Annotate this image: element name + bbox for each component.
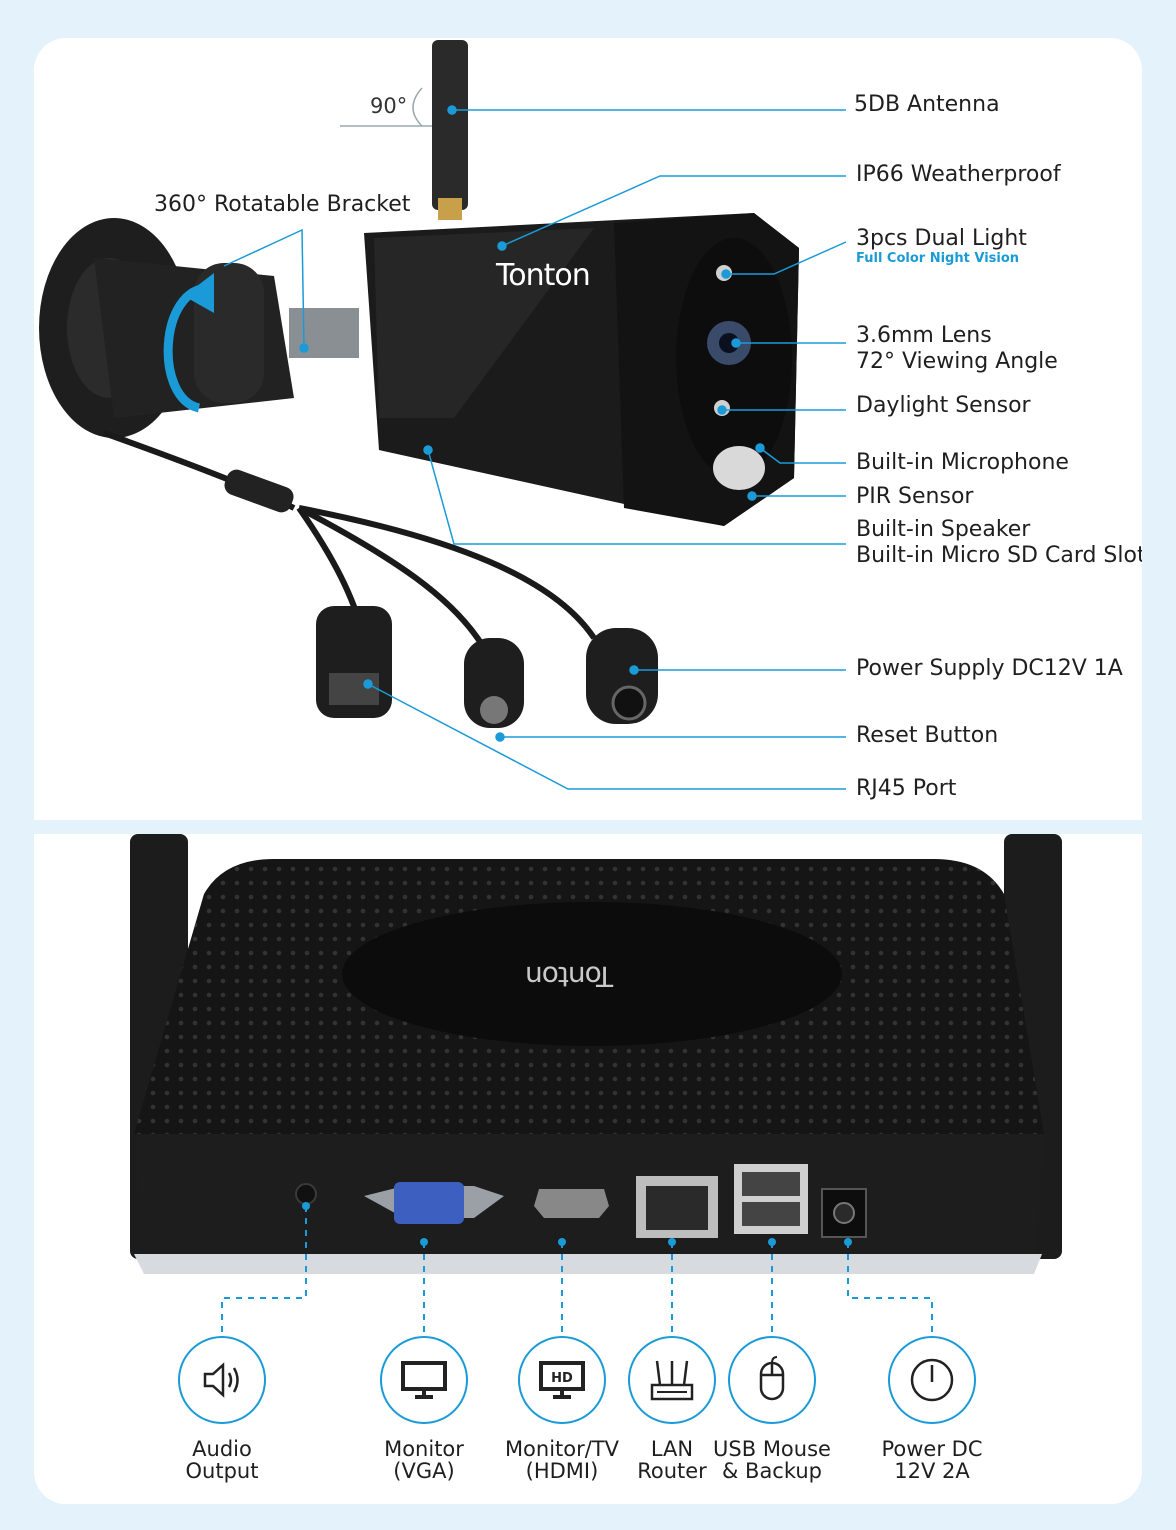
router-icon: [650, 1360, 694, 1401]
vga-port: [394, 1182, 464, 1224]
callout-microphone: Built-in Microphone: [856, 450, 1069, 475]
reset-connector: [464, 638, 524, 728]
callout-rj45: RJ45 Port: [856, 776, 957, 801]
nvr-brand-logo: Tonton: [526, 960, 614, 993]
mouse-icon: [759, 1356, 785, 1401]
camera-panel: 90° 360° Rotatable Bracket Tonton 5DB An…: [34, 38, 1142, 820]
port-usb-mouse: USB Mouse& Backup: [707, 1336, 837, 1482]
port-monitor-hdmi: HD Monitor/TV(HDMI): [497, 1336, 627, 1482]
nvr-center-badge: [342, 902, 842, 1046]
callout-pir-sensor: PIR Sensor: [856, 484, 974, 509]
callout-weatherproof: IP66 Weatherproof: [856, 162, 1061, 187]
antenna: [432, 40, 468, 210]
audio-port: [295, 1183, 317, 1205]
monitor-icon: [401, 1361, 447, 1399]
callout-power-supply: Power Supply DC12V 1A: [856, 656, 1123, 681]
callout-reset-button: Reset Button: [856, 723, 999, 748]
power-icon: [910, 1358, 954, 1402]
hdmi-port: [534, 1189, 609, 1218]
speaker-icon: [203, 1362, 239, 1398]
camera-brand-logo: Tonton: [496, 258, 591, 293]
bracket-arm: [289, 308, 359, 358]
callout-daylight-sensor: Daylight Sensor: [856, 393, 1031, 418]
antenna-angle-label: 90°: [370, 94, 408, 118]
pir-sensor: [713, 446, 765, 490]
hd-monitor-icon: HD: [539, 1361, 585, 1399]
camera-illustration: [39, 40, 847, 790]
nvr-illustration: [130, 834, 1062, 1336]
callout-antenna: 5DB Antenna: [854, 92, 1000, 117]
svg-text:HD: HD: [551, 1371, 573, 1386]
port-monitor-vga: Monitor(VGA): [359, 1336, 489, 1482]
bracket-label: 360° Rotatable Bracket: [154, 192, 411, 217]
